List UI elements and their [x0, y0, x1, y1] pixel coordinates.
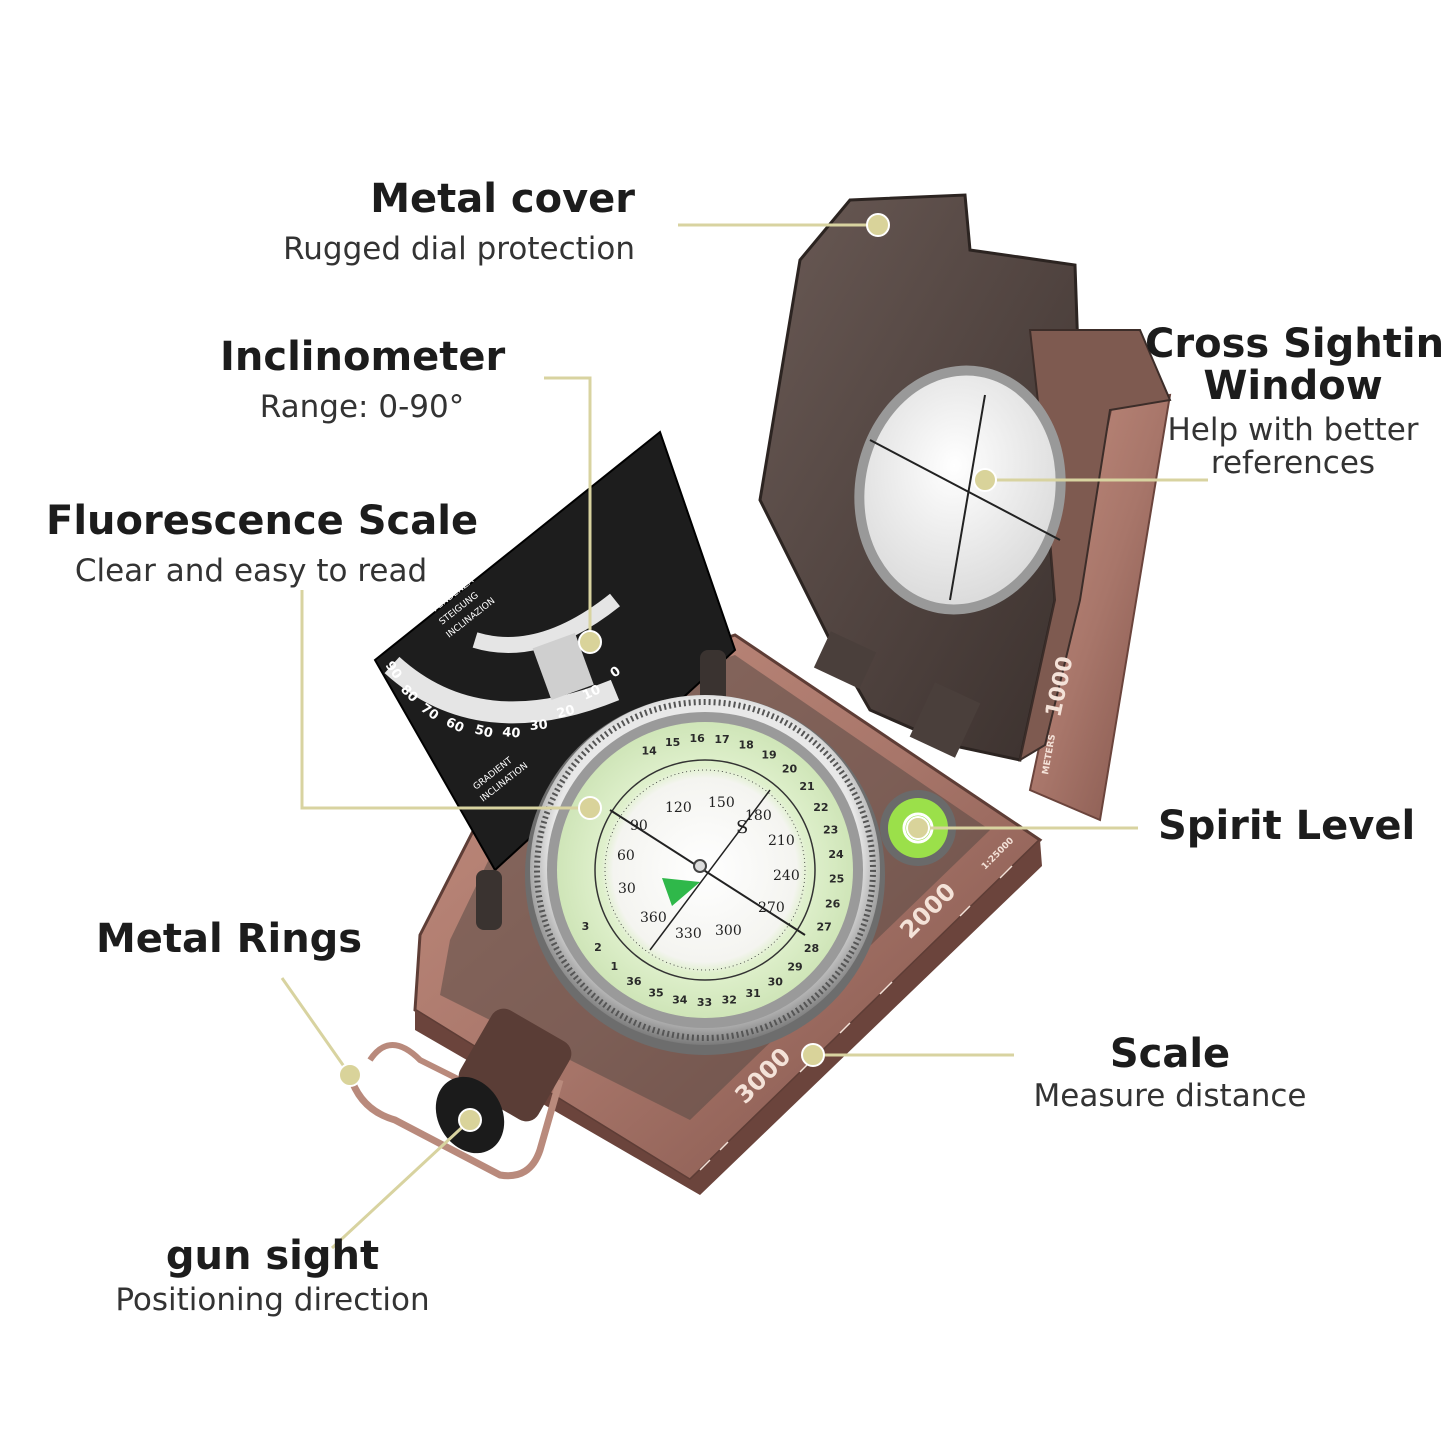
- compass-dial: [525, 695, 885, 1055]
- callout-title-line1: Cross Sighting: [1145, 321, 1445, 367]
- callout-description: Clear and easy to read: [74, 553, 428, 589]
- dial-number-300: 300: [715, 923, 742, 939]
- outer-ring-number: 27: [817, 921, 832, 934]
- outer-ring-number: 34: [672, 994, 688, 1007]
- cross-sighting-window: [854, 365, 1066, 615]
- dial-number-150: 150: [708, 795, 735, 811]
- dial-number-120: 120: [665, 800, 692, 816]
- callout-title: Inclinometer: [220, 334, 506, 380]
- dial-number-330: 330: [675, 926, 702, 942]
- callout-description: Range: 0-90°: [259, 389, 465, 425]
- outer-ring-number: 32: [722, 994, 737, 1007]
- outer-ring-number: 29: [787, 961, 802, 974]
- cover-hinge-left: [813, 631, 877, 689]
- callout-inclinometer: Inclinometer Range: 0-90°: [220, 333, 506, 426]
- inclinometer-hinge-top: [700, 650, 726, 710]
- inclinometer-label-20: 20: [555, 703, 576, 722]
- inclinometer-pointer: [532, 632, 594, 701]
- callout-title-line2: Window: [1203, 363, 1383, 409]
- outer-ring-number: 16: [690, 732, 706, 745]
- callout-description: Rugged dial protection: [283, 231, 635, 267]
- outer-ring-number: 30: [768, 976, 784, 989]
- ruler-ticks: [699, 865, 1013, 1171]
- callout-dots: [338, 213, 997, 1132]
- callout-fluorescence-scale: Fluorescence Scale Clear and easy to rea…: [46, 497, 479, 590]
- dial-number-270: 270: [758, 900, 785, 916]
- cover-hinge-right: [909, 682, 981, 758]
- outer-ring-number: 1: [610, 960, 618, 973]
- outer-ring-number: 14: [642, 744, 658, 757]
- inclinometer-label-60: 60: [443, 715, 466, 736]
- callout-description-line2: references: [1210, 445, 1376, 482]
- callout-metal-cover: Metal cover Rugged dial protection: [283, 175, 635, 268]
- callout-description: Positioning direction: [115, 1282, 430, 1318]
- callout-title: Metal Rings: [96, 916, 363, 962]
- callout-title: gun sight: [165, 1233, 380, 1279]
- callout-description: Measure distance: [1033, 1078, 1307, 1114]
- dial-number-60: 60: [617, 848, 635, 864]
- outer-ring-number: 19: [761, 749, 776, 762]
- inclinometer-label-50: 50: [473, 722, 494, 741]
- compass-needle-arrow: [662, 878, 700, 906]
- dial-number-90: 90: [630, 818, 648, 834]
- inclinometer-hinge-bottom: [476, 870, 502, 930]
- outer-ring-number: 26: [825, 897, 841, 910]
- callout-title: Scale: [1109, 1031, 1231, 1077]
- dial-number-30: 30: [618, 881, 636, 897]
- leader-lines: [280, 223, 1208, 1250]
- outer-ring-number: 20: [782, 763, 798, 776]
- inclinometer-label-30: 30: [529, 717, 548, 734]
- callout-metal-rings: Metal Rings: [96, 915, 362, 963]
- outer-ring-number: 18: [739, 739, 754, 752]
- dial-number-210: 210: [768, 833, 795, 849]
- outer-ring-number: 21: [799, 780, 814, 793]
- metal-ring-wire: [346, 1073, 564, 1180]
- dial-number-180: 180: [745, 808, 772, 824]
- outer-ring-number: 17: [714, 733, 729, 746]
- dial-cardinal-s: S: [736, 817, 748, 838]
- callout-scale: Scale Measure distance: [1025, 1030, 1315, 1115]
- outer-ring-number: 36: [626, 975, 642, 988]
- dial-number-360: 360: [640, 910, 667, 926]
- outer-ring-number: 25: [829, 873, 844, 886]
- outer-ring-number: 31: [746, 987, 761, 1000]
- callout-gun-sight: gun sight Positioning direction: [100, 1232, 445, 1319]
- outer-ring-number: 23: [823, 824, 838, 837]
- callout-title: Fluorescence Scale: [46, 498, 479, 544]
- outer-ring-number: 3: [582, 920, 590, 933]
- outer-ring-number: 2: [594, 941, 602, 954]
- outer-ring-number: 22: [813, 801, 828, 814]
- outer-ring-number: 28: [804, 942, 819, 955]
- inclinometer-label-40: 40: [502, 725, 521, 742]
- outer-ring-number: 24: [828, 848, 844, 861]
- outer-ring-number: 33: [697, 996, 712, 1009]
- callout-cross-sighting-window: Cross Sighting Window Help with better r…: [1145, 320, 1445, 482]
- metal-ring-wire-2: [367, 1042, 522, 1113]
- inclinometer-label-10: 10: [580, 682, 603, 703]
- dial-number-240: 240: [773, 868, 800, 884]
- inclinometer-arc-scale: [384, 656, 620, 724]
- callout-title: Spirit Level: [1158, 803, 1416, 849]
- outer-ring-number: 35: [648, 987, 663, 1000]
- inclinometer-inner-arc: [472, 593, 620, 653]
- callout-description-line1: Help with better: [1167, 412, 1419, 448]
- callout-title: Metal cover: [370, 176, 635, 222]
- outer-ring-number: 15: [665, 736, 680, 749]
- callout-spirit-level: Spirit Level: [1158, 802, 1415, 850]
